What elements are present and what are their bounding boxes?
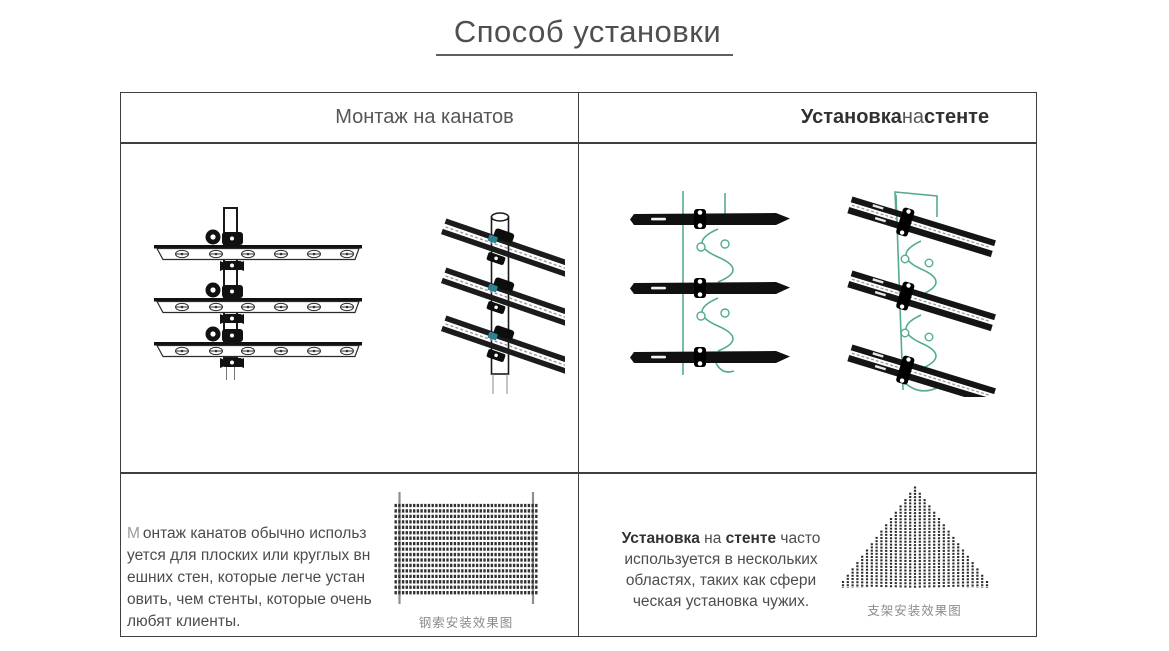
title-area: Способ установки — [0, 12, 1169, 56]
column-header-cable-mount: Монтаж на канатов — [121, 93, 578, 142]
stand-header-term2: стенте — [924, 106, 990, 128]
cable-description-lead: М — [127, 525, 140, 542]
installation-table: Монтаж на канатов Установка на стенте — [120, 92, 1037, 637]
cable-description-text: онтаж канатов обычно использ уется для п… — [127, 525, 372, 630]
stand-mount-front-diagram — [630, 191, 790, 375]
stand-mount-perspective-diagram — [845, 191, 999, 397]
column-header-stand-mount: Установка на стенте — [579, 93, 1036, 142]
stand-description: Установка на стенте часто используется в… — [615, 507, 827, 612]
header-row-divider — [121, 142, 1036, 144]
page-title: Способ установки — [435, 12, 734, 56]
stand-desc-term2: стенте — [725, 530, 777, 547]
cable-header-label: Монтаж на канатов — [335, 106, 514, 128]
cable-figure: 钢索安装效果图 — [383, 489, 549, 631]
stand-desc-term1: Установка — [621, 530, 700, 547]
cable-mesh-screen-diagram — [394, 492, 538, 604]
stand-figure-caption: 支架安装效果图 — [867, 604, 962, 618]
column-divider — [578, 93, 579, 636]
cable-figure-caption: 钢索安装效果图 — [418, 616, 514, 630]
stand-header-mid: на — [901, 106, 925, 128]
stand-figure: 支架安装效果图 — [832, 481, 997, 619]
pyramid-screen-diagram — [841, 486, 988, 588]
stand-header-term1: Установка — [800, 106, 902, 128]
stand-desc-rest: часто используется в нескольких областях… — [624, 530, 821, 610]
cable-mount-front-diagram — [150, 207, 365, 380]
cable-mount-perspective-diagram — [437, 210, 565, 394]
bottom-row-divider — [121, 472, 1036, 474]
stand-desc-mid: на — [699, 530, 726, 547]
